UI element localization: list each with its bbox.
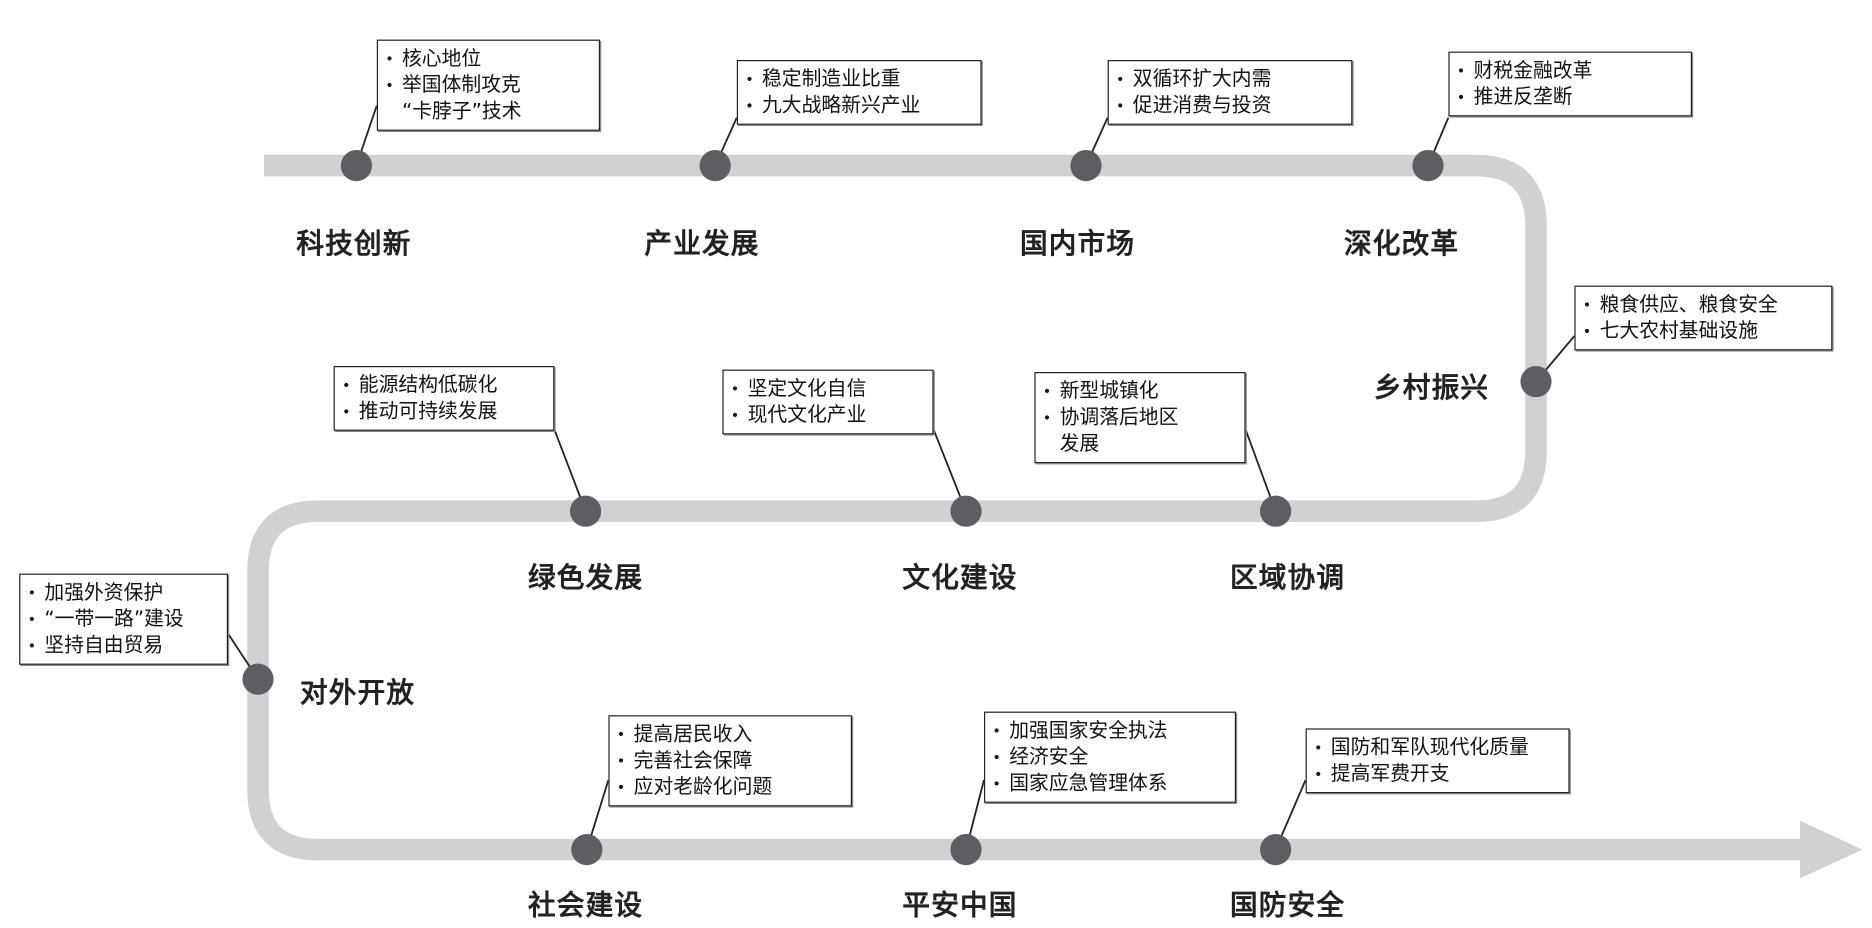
bullet-item: 新型城镇化 (1043, 378, 1235, 404)
milestone-dot (950, 495, 982, 527)
milestone-dot (1520, 366, 1552, 398)
bullet-line: 现代文化产业 (747, 403, 867, 427)
bullet-line: 双循环扩大内需 (1132, 67, 1272, 90)
bullet-item: 财税金融改革 (1457, 58, 1681, 84)
bullet-item: 促进消费与投资 (1116, 92, 1342, 118)
callout-box: 核心地位举国体制攻克 “卡脖子”技术 (376, 39, 600, 131)
bullet-line: 完善社会保障 (633, 748, 753, 772)
milestone-dot (571, 834, 603, 866)
bullet-item: 提高居民收入 (617, 721, 841, 747)
bullet-item: 粮食供应、粮食安全 (1583, 292, 1822, 318)
callout-box: 粮食供应、粮食安全七大农村基础设施 (1574, 285, 1833, 351)
bullet-line: 国防和军队现代化质量 (1330, 735, 1529, 759)
bullet-line: 新型城镇化 (1059, 379, 1159, 403)
bullet-item: 应对老龄化问题 (617, 774, 841, 800)
track-path (247, 154, 1807, 861)
bullet-item: 坚持自由贸易 (28, 632, 218, 658)
milestone-label: 区域协调 (1230, 562, 1346, 594)
milestone-label: 平安中国 (902, 890, 1018, 922)
bullet-item: 加强外资保护 (28, 580, 218, 606)
bullet-line: 应对老龄化问题 (633, 775, 773, 799)
bullet-item: 稳定制造业比重 (745, 66, 971, 92)
callout-box: 能源结构低碳化推动可持续发展 (333, 366, 555, 431)
milestone-label: 产业发展 (644, 229, 760, 261)
bullet-line: 核心地位 (402, 46, 482, 70)
bullet-item: 推动可持续发展 (342, 398, 544, 424)
bullet-line: 九大战略新兴产业 (762, 93, 921, 117)
milestone-dot (1070, 150, 1102, 182)
callout-box: 加强外资保护 “一带一路”建设坚持自由贸易 (19, 573, 229, 665)
bullet-item: 举国体制攻克 “卡脖子”技术 (385, 72, 589, 125)
milestone-dot (1412, 150, 1444, 182)
bullet-line: 坚持自由贸易 (44, 633, 164, 657)
bullet-line: 稳定制造业比重 (762, 67, 901, 90)
callout-box: 稳定制造业比重九大战略新兴产业 (736, 60, 982, 125)
bullet-line: 举国体制攻克 (402, 73, 521, 96)
bullet-line: 推进反垄断 (1473, 85, 1573, 109)
bullet-line: 推动可持续发展 (358, 399, 498, 423)
milestone-label: 科技创新 (296, 229, 412, 261)
bullet-line: 加强外资保护 (44, 580, 164, 604)
milestone-label: 绿色发展 (528, 562, 644, 594)
callout-box: 双循环扩大内需促进消费与投资 (1107, 60, 1353, 125)
bullet-line: 坚定文化自信 (747, 376, 867, 400)
milestone-label: 乡村振兴 (1374, 373, 1490, 405)
milestone-label: 社会建设 (528, 890, 644, 922)
milestone-dot (1260, 495, 1292, 527)
callout-box: 国防和军队现代化质量提高军费开支 (1305, 728, 1570, 794)
bullet-item: 完善社会保障 (617, 748, 841, 774)
milestone-label: 文化建设 (902, 562, 1018, 594)
milestone-dot (340, 150, 372, 182)
milestone-dot (570, 495, 602, 527)
callout-box: 提高居民收入完善社会保障应对老龄化问题 (608, 715, 853, 807)
bullet-line: 财税金融改革 (1473, 58, 1593, 82)
bullet-item: 九大战略新兴产业 (745, 92, 971, 118)
milestone-label: 深化改革 (1344, 229, 1460, 261)
bullet-line: 经济安全 (1009, 745, 1089, 768)
callout-box: 新型城镇化协调落后地区发展 (1034, 372, 1246, 464)
bullet-item: 坚定文化自信 (731, 376, 923, 402)
bullet-item: 双循环扩大内需 (1116, 66, 1342, 92)
callout-box: 财税金融改革推进反垄断 (1448, 51, 1693, 117)
bullet-item: 能源结构低碳化 (342, 372, 544, 398)
milestone-label: 国防安全 (1230, 890, 1346, 922)
milestone-label: 对外开放 (300, 678, 416, 710)
milestone-dot (242, 663, 274, 695)
bullet-line: 提高居民收入 (633, 722, 753, 746)
bullet-item: “一带一路”建设 (28, 606, 218, 632)
milestone-dot (1260, 834, 1292, 866)
bullet-line: “一带一路”建设 (44, 607, 184, 630)
bullet-item: 国家应急管理体系 (992, 770, 1225, 796)
bullet-line: 七大农村基础设施 (1599, 319, 1759, 342)
bullet-line: 促进消费与投资 (1132, 93, 1272, 117)
bullet-item: 现代文化产业 (731, 402, 923, 428)
bullet-line: 国家应急管理体系 (1009, 771, 1168, 795)
milestone-dot (699, 150, 731, 182)
callout-box: 坚定文化自信现代文化产业 (722, 369, 934, 435)
bullet-line: 粮食供应、粮食安全 (1599, 292, 1778, 316)
milestone-dot (950, 834, 982, 866)
callout-box: 加强国家安全执法经济安全国家应急管理体系 (984, 711, 1236, 803)
bullet-item: 经济安全 (992, 744, 1225, 770)
bullet-item: 核心地位 (385, 46, 589, 72)
bullet-item: 七大农村基础设施 (1583, 318, 1822, 344)
bullet-line: 协调落后地区 (1059, 405, 1179, 429)
bullet-item: 国防和军队现代化质量 (1314, 734, 1559, 760)
bullet-line: 发展 (1059, 432, 1100, 455)
bullet-line: “卡脖子”技术 (402, 99, 522, 123)
bullet-item: 推进反垄断 (1457, 84, 1681, 110)
bullet-line: 加强国家安全执法 (1009, 718, 1168, 742)
arrow-head-icon (1800, 820, 1863, 879)
milestone-label: 国内市场 (1020, 229, 1136, 261)
bullet-line: 能源结构低碳化 (358, 373, 498, 397)
bullet-item: 提高军费开支 (1314, 761, 1559, 787)
bullet-line: 提高军费开支 (1330, 762, 1450, 785)
bullet-item: 加强国家安全执法 (992, 718, 1225, 744)
